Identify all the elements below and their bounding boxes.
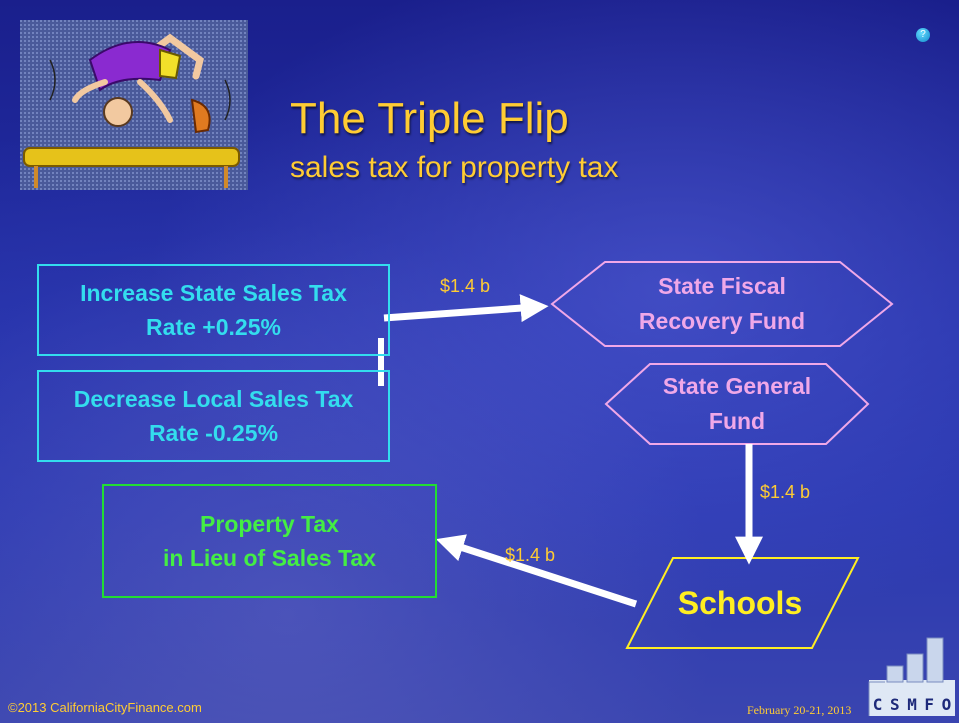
csmfo-logo-icon [868,637,955,716]
logo-letter: O [941,695,952,714]
box-line: Rate +0.25% [146,314,281,340]
amount-to-schools: $1.4 b [760,482,811,502]
box-line: Decrease Local Sales Tax [73,386,354,412]
footer-date: February 20-21, 2013 [747,703,852,717]
logo-letter: C [872,695,883,714]
arrow-to-property [436,534,638,608]
hexagon-line: State General [662,373,812,399]
page-subtitle: sales tax for property tax [290,151,619,184]
box-decrease-local-sales-tax: Decrease Local Sales Tax Rate -0.25% [37,370,390,462]
hexagon-line: Fund [708,408,766,434]
amount-to-recovery-fund: $1.4 b [440,276,491,296]
logo-letter: S [889,695,900,714]
box-increase-state-sales-tax: Increase State Sales Tax Rate +0.25% [37,264,390,356]
gymnast-clipart-icon [20,20,248,190]
hexagon-line: Recovery Fund [638,308,806,334]
footer-copyright: ©2013 CaliforniaCityFinance.com [8,700,202,715]
hexagon-recovery-fund [550,261,894,347]
help-icon[interactable]: ? [916,28,930,42]
logo-letter: M [907,695,917,714]
box-line: Rate -0.25% [148,420,279,446]
schools-parallelogram [625,557,860,649]
arrow-to-recovery [383,294,549,323]
box-line: in Lieu of Sales Tax [162,545,377,571]
page-title: The Triple Flip [290,94,569,143]
box-property-tax-in-lieu: Property Tax in Lieu of Sales Tax [102,484,437,598]
amount-to-property-tax: $1.4 b [505,545,556,565]
box-line: Property Tax [200,511,339,537]
label-schools: Schools [677,584,803,621]
label-state-general-fund: State General Fund [606,364,868,444]
csmfo-logo-text: C S M F O [869,694,955,716]
logo-letter: F [924,695,935,714]
hexagon-line: State Fiscal [658,273,786,299]
hexagon-general-fund [604,363,870,445]
box-line: Increase State Sales Tax [80,280,347,306]
label-state-fiscal-recovery-fund: State Fiscal Recovery Fund [552,262,892,346]
